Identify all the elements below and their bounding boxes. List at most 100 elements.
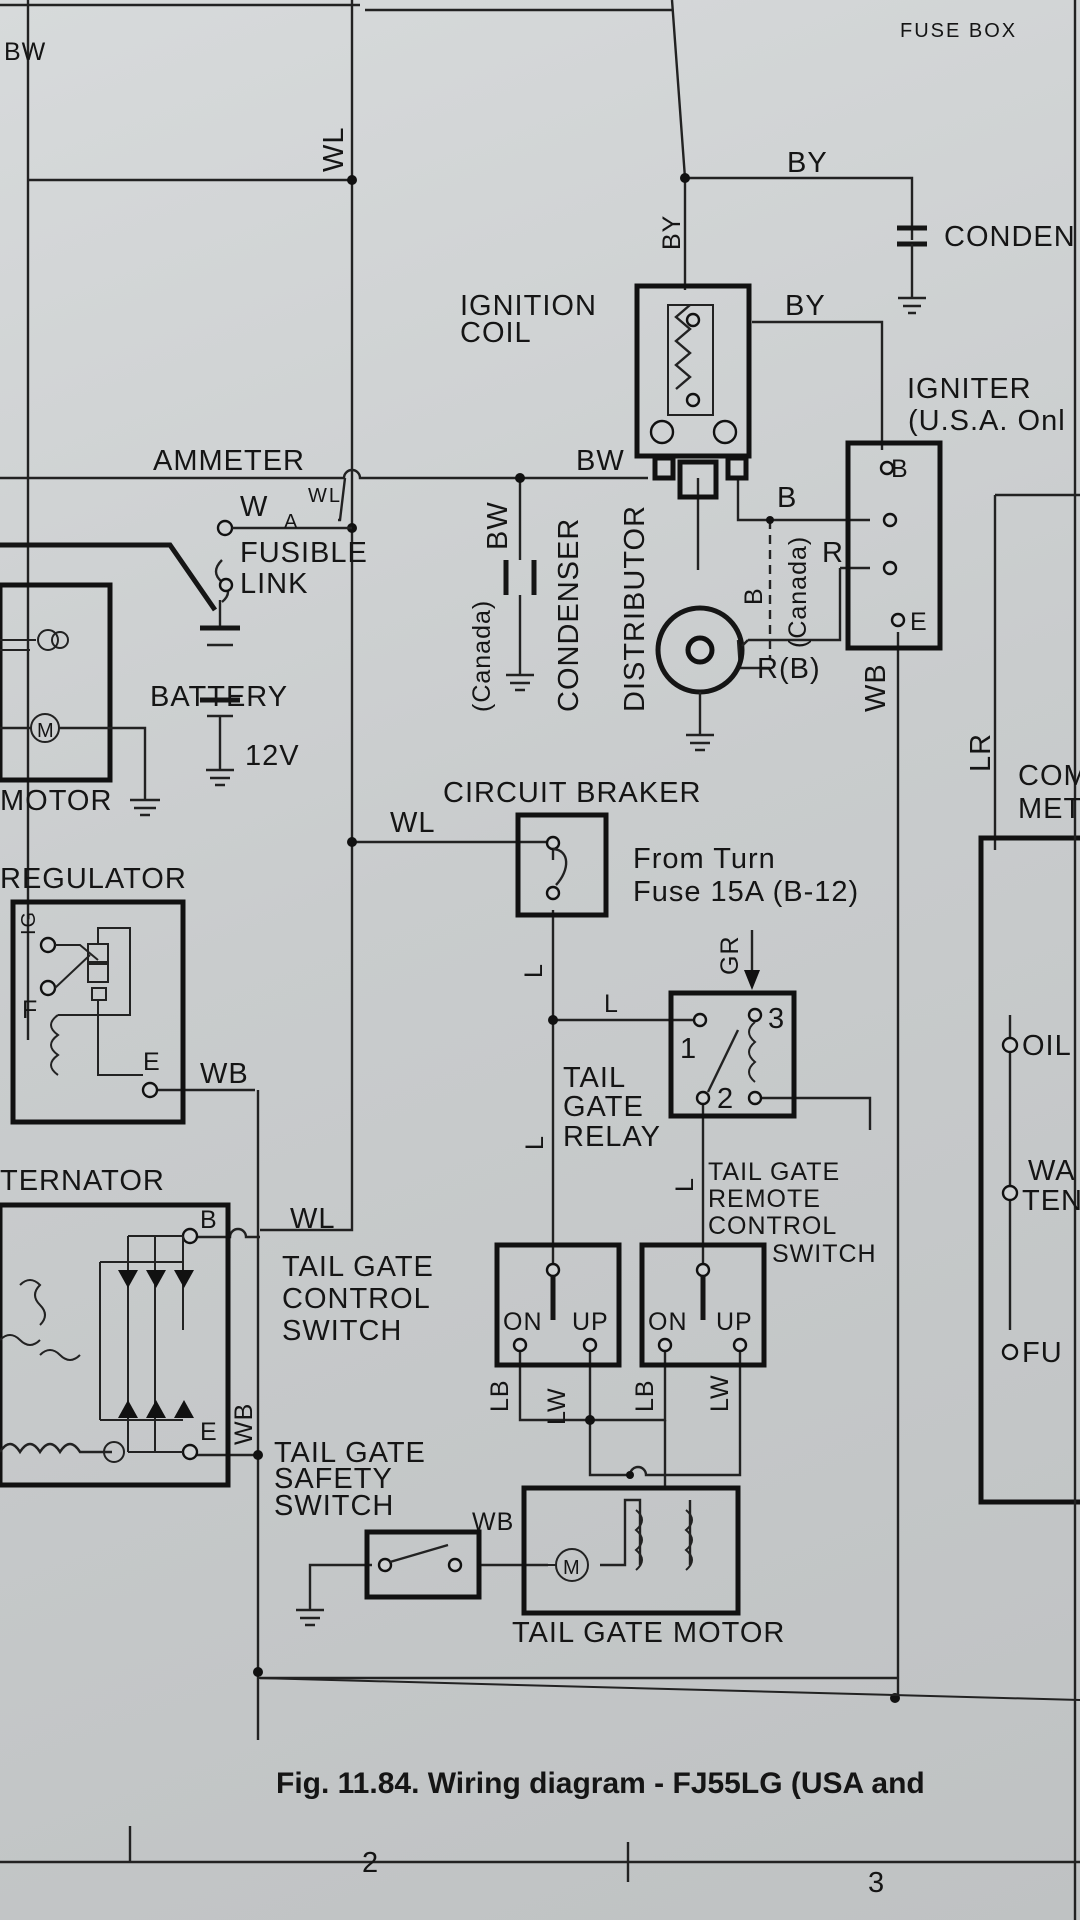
- motor-label: MOTOR: [0, 785, 112, 817]
- canada-label-2: (Canada): [784, 536, 812, 648]
- distributor-label: DISTRIBUTOR: [619, 505, 651, 712]
- wire-wb-igniter: WB: [860, 663, 892, 712]
- condenser-label: CONDENSER: [553, 518, 585, 712]
- remote-switch-label-2: REMOTE: [708, 1185, 821, 1213]
- fuse-box-label: FUSE BOX: [900, 20, 1017, 42]
- motor-box-symbol: M: [0, 582, 160, 817]
- wire-b-canada: B: [740, 587, 768, 605]
- canada-label-1: (Canada): [468, 600, 496, 712]
- tail-gate-motor-label: TAIL GATE MOTOR: [512, 1617, 785, 1649]
- fusible-link-battery-symbol: [0, 519, 352, 787]
- wire-lr: LR: [965, 733, 997, 772]
- alternator-terminal-e: E: [200, 1418, 218, 1446]
- wire-wl-circuit-breaker: WL: [390, 807, 436, 839]
- tail-gate-relay-symbol: [668, 990, 797, 1119]
- control-switch-on: ON: [503, 1308, 543, 1336]
- wire-bw-condenser: BW: [482, 501, 514, 550]
- water-temp-label-2: TEN: [1022, 1185, 1080, 1217]
- remote-switch-label-3: CONTROL: [708, 1212, 837, 1240]
- from-turn-label-2: Fuse 15A (B-12): [633, 876, 859, 908]
- remote-switch-label-4: SWITCH: [772, 1240, 877, 1268]
- column-number-3: 3: [868, 1867, 885, 1899]
- svg-text:M: M: [563, 1557, 582, 1579]
- control-switch-label-3: SWITCH: [282, 1315, 402, 1347]
- ignition-coil-label-2: COIL: [460, 317, 532, 349]
- circuit-breaker-symbol: [515, 812, 609, 918]
- wire-bw-top: BW: [4, 38, 46, 66]
- igniter-label-1: IGNITER: [907, 373, 1032, 405]
- wire-a: A: [284, 511, 299, 533]
- wire-wl-alternator: WL: [290, 1203, 336, 1235]
- battery-voltage: 12V: [245, 740, 300, 772]
- wire-wb-vertical: WB: [230, 1403, 258, 1445]
- safety-switch-label-2: SAFETY: [274, 1463, 393, 1495]
- regulator-symbol: [10, 899, 186, 1125]
- regulator-terminal-ig: IG: [18, 910, 40, 935]
- control-switch-label-1: TAIL GATE: [282, 1251, 434, 1283]
- remote-switch-on: ON: [648, 1308, 688, 1336]
- remote-switch-label-1: TAIL GATE: [708, 1158, 840, 1186]
- combination-meter-label-1: COM: [1018, 760, 1080, 792]
- wire-wb-motor: WB: [472, 1508, 514, 1536]
- wire-l-4: L: [671, 1177, 699, 1192]
- wire-l-1: L: [520, 963, 548, 978]
- fusible-link-label-2: LINK: [240, 568, 308, 600]
- relay-terminal-3: 3: [768, 1003, 785, 1035]
- safety-switch-label-1: TAIL GATE: [274, 1437, 426, 1469]
- condenser-canada-symbol: [503, 560, 537, 692]
- tail-gate-safety-switch-symbol: [296, 1529, 482, 1627]
- wire-by-vertical: BY: [658, 215, 686, 250]
- condenser-top-label: CONDEN: [944, 221, 1076, 253]
- combination-meter-symbol: [978, 835, 1080, 1505]
- wire-gr: GR: [716, 936, 744, 976]
- igniter-terminal-e: E: [910, 608, 928, 636]
- from-turn-label-1: From Turn: [633, 843, 776, 875]
- control-switch-up: UP: [572, 1308, 609, 1336]
- regulator-terminal-f: F: [22, 996, 38, 1024]
- ignition-coil-symbol: [634, 283, 752, 500]
- wire-l-2: L: [604, 990, 619, 1018]
- oil-label: OIL: [1022, 1030, 1072, 1062]
- igniter-label-2: (U.S.A. Onl: [908, 405, 1066, 437]
- wire-lb-2: LB: [631, 1379, 659, 1412]
- ignition-coil-label-1: IGNITION: [460, 290, 597, 322]
- figure-caption: Fig. 11.84. Wiring diagram - FJ55LG (USA…: [276, 1767, 925, 1800]
- fuel-label: FU: [1022, 1337, 1063, 1369]
- wire-by-coil: BY: [785, 290, 826, 322]
- safety-switch-label-3: SWITCH: [274, 1490, 394, 1522]
- svg-text:M: M: [37, 720, 56, 742]
- wire-lw-1: LW: [543, 1387, 571, 1425]
- relay-terminal-1: 1: [680, 1033, 697, 1065]
- wires: [0, 0, 1080, 1740]
- wire-b-distributor: B: [777, 482, 797, 514]
- column-number-2: 2: [362, 1847, 379, 1879]
- combination-meter-label-2: MET: [1018, 793, 1080, 825]
- fusible-link-label-1: FUSIBLE: [240, 537, 368, 569]
- wire-lb-1: LB: [486, 1379, 514, 1412]
- tail-gate-motor-symbol: M: [521, 1485, 741, 1616]
- wire-w: W: [240, 491, 268, 523]
- bottom-rule: [0, 1677, 1080, 1882]
- wire-r-b: R(B): [757, 653, 821, 685]
- wire-wl-vertical: WL: [318, 127, 350, 173]
- wire-r-igniter: R: [822, 537, 844, 569]
- distributor-symbol: [655, 605, 749, 752]
- regulator-terminal-e: E: [143, 1048, 161, 1076]
- tail-gate-relay-label-2: GATE: [563, 1091, 644, 1123]
- tail-gate-relay-label-1: TAIL: [563, 1062, 626, 1094]
- ammeter-label: AMMETER: [153, 445, 305, 477]
- tail-gate-relay-label-3: RELAY: [563, 1121, 661, 1153]
- wire-lw-2: LW: [706, 1374, 734, 1412]
- control-switch-label-2: CONTROL: [282, 1283, 431, 1315]
- alternator-symbol: [0, 1202, 231, 1488]
- wire-bw-ammeter: BW: [576, 445, 625, 477]
- igniter-symbol: [845, 440, 943, 651]
- alternator-terminal-b: B: [200, 1206, 218, 1234]
- wire-l-3: L: [521, 1135, 549, 1150]
- regulator-label: REGULATOR: [0, 863, 187, 895]
- circuit-breaker-label: CIRCUIT BRAKER: [443, 777, 701, 809]
- labels: FUSE BOX BW WL BY BY CONDEN IGNITION COI…: [0, 20, 1080, 1899]
- alternator-label: TERNATOR: [0, 1165, 165, 1197]
